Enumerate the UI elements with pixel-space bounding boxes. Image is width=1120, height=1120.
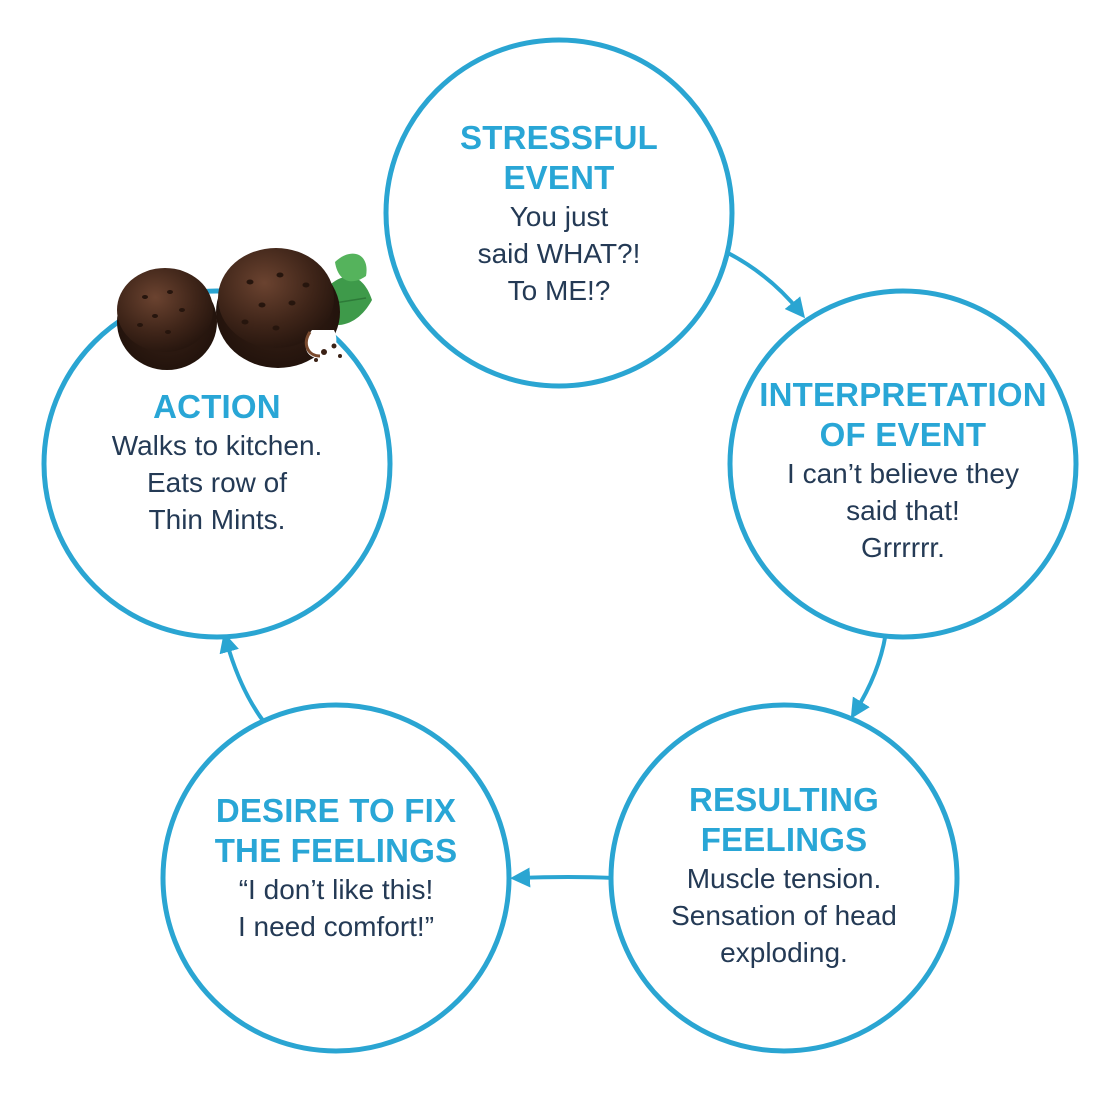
node-desire: DESIRE TO FIX THE FEELINGS “I don’t like… <box>186 778 486 958</box>
thin-mints-cookies-icon <box>117 248 372 370</box>
arrow-interpretation-to-feelings <box>850 630 888 719</box>
node-action: ACTION Walks to kitchen. Eats row of Thi… <box>67 382 367 542</box>
arrow-desire-to-action <box>219 632 266 724</box>
node-body-resulting-feelings: Muscle tension. Sensation of head explod… <box>671 862 897 968</box>
node-circle-resulting-feelings <box>608 702 960 1054</box>
node-body-desire: “I don’t like this! I need comfort!” <box>237 874 435 942</box>
node-interpretation: INTERPRETATION OF EVENT I can’t believe … <box>753 370 1053 570</box>
node-title-stressful-event: STRESSFUL EVENT <box>460 118 658 196</box>
node-body-stressful-event: You just said WHAT?! To ME!? <box>477 200 641 306</box>
node-title-interpretation: INTERPRETATION OF EVENT <box>759 375 1047 453</box>
node-title-resulting-feelings: RESULTING FEELINGS <box>688 780 880 858</box>
node-circle-interpretation <box>727 288 1079 640</box>
node-title-desire: DESIRE TO FIX THE FEELINGS <box>214 792 458 869</box>
node-title-action: ACTION <box>153 387 281 425</box>
node-body-action: Walks to kitchen. Eats row of Thin Mints… <box>111 429 323 535</box>
node-stressful-event: STRESSFUL EVENT You just said WHAT?! To … <box>409 113 709 313</box>
node-resulting-feelings: RESULTING FEELINGS Muscle tension. Sensa… <box>634 775 934 975</box>
arrow-feelings-to-desire <box>510 867 616 888</box>
node-circle-stressful-event <box>383 37 735 389</box>
node-circle-action <box>41 288 393 640</box>
arrow-stress-to-interpretation <box>726 251 806 319</box>
node-circle-desire <box>160 702 512 1054</box>
node-body-interpretation: I can’t believe they said that! Grrrrrr. <box>787 457 1019 563</box>
